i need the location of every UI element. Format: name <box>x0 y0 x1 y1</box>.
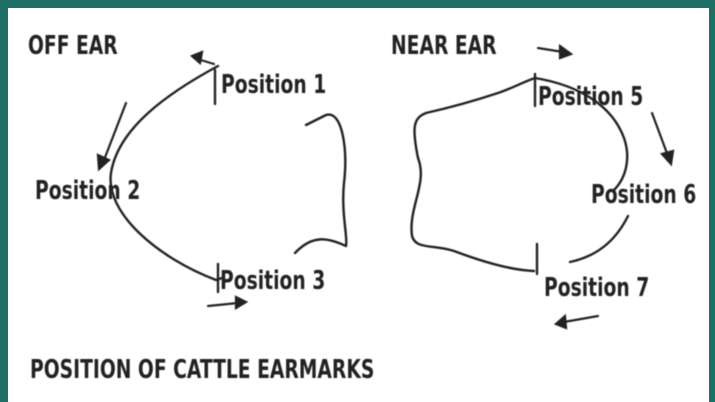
near-ear-label: NEAR EAR <box>391 33 497 59</box>
near-ear-lower <box>570 216 628 262</box>
arrow-position-2 <box>104 103 126 160</box>
off-ear-label: OFF EAR <box>28 33 118 59</box>
arrow-position-7 <box>564 316 598 322</box>
position-1-label: Position 1 <box>221 72 326 98</box>
arrow-position-6 <box>652 113 668 156</box>
position-3-label: Position 3 <box>220 268 325 294</box>
near-ear-base <box>411 78 535 271</box>
position-6-label: Position 6 <box>591 182 696 208</box>
off-ear-outline <box>111 66 222 280</box>
arrow-position-3 <box>208 303 238 306</box>
off-ear-tip <box>295 115 346 253</box>
diagram-caption: POSITION OF CATTLE EARMARKS <box>30 357 374 383</box>
position-2-label: Position 2 <box>35 178 140 204</box>
position-7-label: Position 7 <box>544 275 649 301</box>
diagram-canvas: OFF EAR NEAR EAR Position 1 Position 2 P… <box>8 8 709 402</box>
position-5-label: Position 5 <box>538 84 643 110</box>
